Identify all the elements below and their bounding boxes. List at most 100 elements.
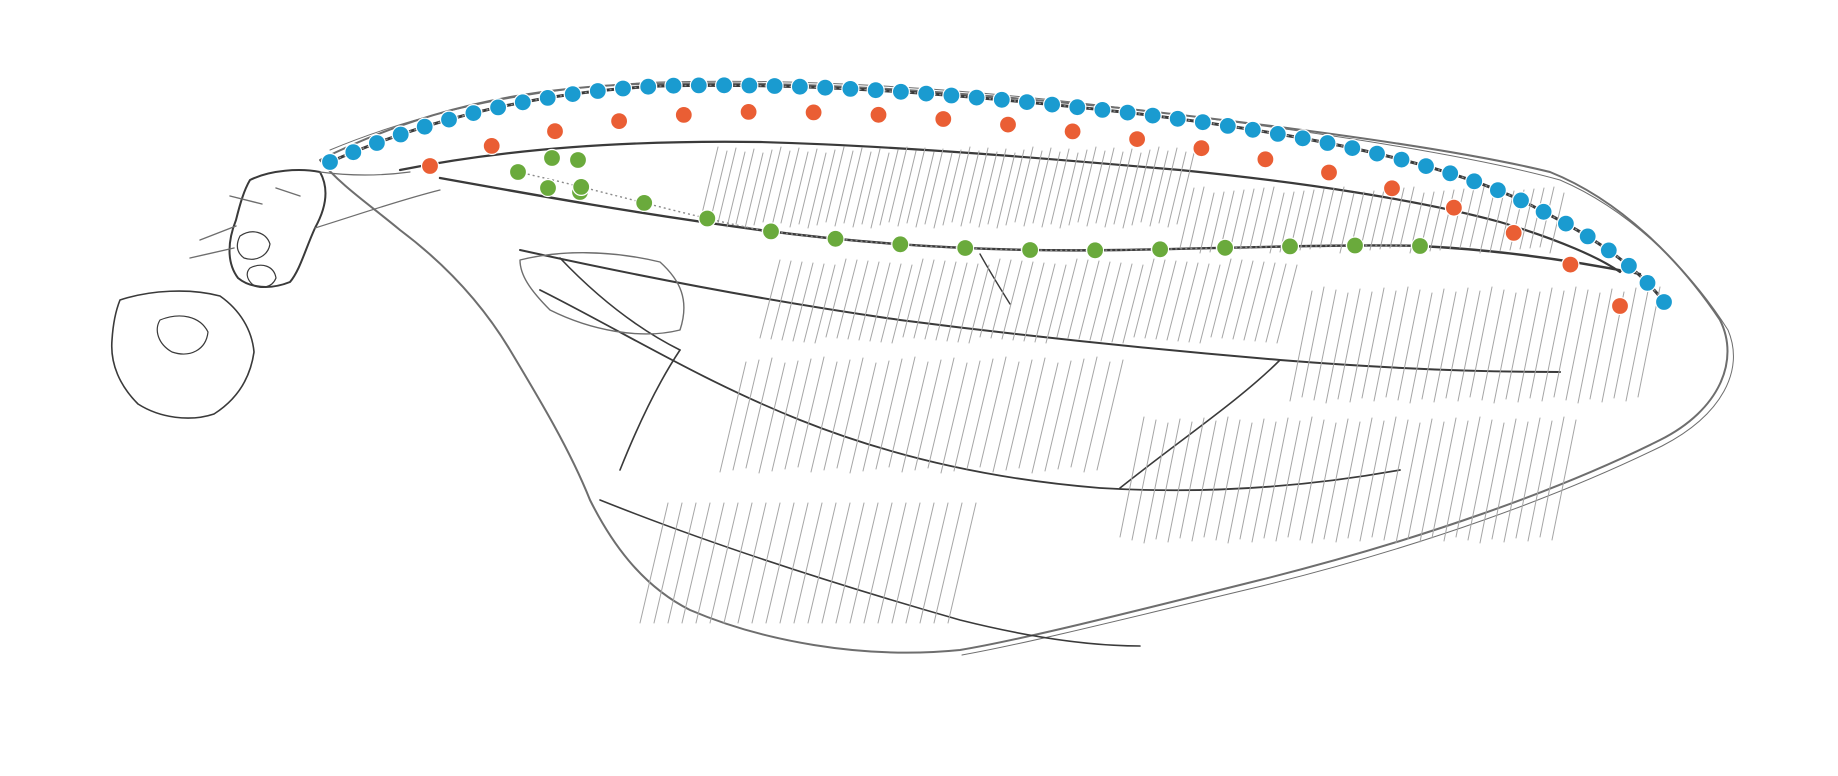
costal-marker (367, 133, 386, 153)
hatch-stroke (927, 357, 955, 469)
hatch-stroke (1131, 149, 1151, 226)
hatch-stroke (924, 260, 946, 340)
costal-marker (1218, 116, 1237, 136)
hatch-stroke (1229, 189, 1245, 251)
submarginal-markers (420, 102, 1630, 316)
costal-marker (1488, 181, 1508, 200)
hatch-stroke (935, 261, 957, 341)
hatch-stroke (1078, 260, 1100, 340)
radial-marker (1345, 236, 1365, 255)
hatch-stroke (753, 149, 773, 226)
hatch-stroke (1254, 262, 1276, 342)
hatch-stroke (1005, 149, 1025, 226)
hatch-stroke (723, 502, 753, 624)
submarginal-marker (482, 136, 501, 155)
hatch-stroke (915, 151, 935, 228)
hatch-stroke (759, 259, 781, 339)
hatch-stroke (888, 356, 916, 468)
hatch-stroke (880, 263, 902, 343)
hatch-stroke (1529, 287, 1553, 399)
hatch-stroke (770, 260, 792, 340)
hatch-stroke (1505, 288, 1529, 400)
costal-marker (816, 78, 835, 97)
costal-marker (1654, 292, 1674, 312)
radial-marker (1410, 236, 1430, 256)
hatch-stroke (797, 356, 825, 468)
hatch-stroke (1329, 186, 1345, 248)
hatch-stroke (1625, 290, 1649, 402)
submarginal-marker (1561, 255, 1580, 274)
costal-marker (1042, 95, 1062, 114)
wing-outline (319, 82, 1729, 654)
hatch-stroke (807, 502, 837, 624)
hatch-stroke (744, 152, 764, 229)
hatch-stroke (816, 149, 836, 226)
hatch-stroke (1155, 418, 1181, 540)
costal-vein-markers (320, 76, 1674, 312)
hatch-stroke (1251, 421, 1277, 543)
submarginal-marker (674, 105, 693, 125)
costal-marker (1465, 172, 1484, 191)
hatch-stroke (639, 502, 669, 624)
radial-marker (572, 177, 591, 196)
hatch-stroke (1100, 262, 1122, 342)
hatch-stroke (1239, 418, 1265, 540)
hatch-stroke (870, 152, 890, 229)
hatch-stroke (957, 263, 979, 343)
membrane-hatching (639, 146, 1661, 624)
hatch-stroke (719, 361, 747, 473)
medial-vein (519, 249, 1561, 373)
costal-marker (866, 81, 885, 100)
inner-fold (519, 252, 685, 335)
hatch-stroke (762, 146, 782, 223)
hatch-stroke (1359, 420, 1385, 542)
hatch-stroke (1491, 418, 1517, 540)
cubital-vein (539, 289, 1401, 492)
submarginal-marker (420, 156, 440, 176)
hatch-stroke (1014, 146, 1034, 223)
costal-marker (790, 77, 810, 96)
hatch-stroke (919, 502, 949, 624)
hatch-stroke (1104, 151, 1124, 228)
costal-marker (841, 79, 860, 99)
hatch-stroke (992, 361, 1020, 473)
hatch-stroke (1188, 263, 1210, 343)
hatch-stroke (1249, 187, 1265, 249)
costal-marker (439, 110, 459, 129)
costal-marker (1193, 113, 1212, 132)
hatch-stroke (1155, 260, 1177, 340)
hatch-stroke (825, 146, 845, 223)
hatch-stroke (1018, 357, 1046, 469)
hatch-stroke (1527, 420, 1553, 542)
hatch-stroke (966, 358, 994, 470)
hatch-stroke (825, 258, 847, 338)
hatch-stroke (951, 146, 971, 223)
hatch-stroke (1215, 419, 1241, 541)
costal-marker (464, 103, 483, 123)
cross-vein-2 (619, 349, 681, 471)
hatch-stroke (807, 152, 827, 229)
costal-marker (1392, 150, 1411, 169)
hatch-stroke (771, 360, 799, 472)
subcostal-vein (398, 140, 1622, 274)
costal-marker (1343, 139, 1362, 158)
hatch-stroke (1023, 150, 1043, 227)
hatch-stroke (835, 502, 865, 624)
hatch-stroke (1301, 286, 1325, 398)
hatch-stroke (1421, 288, 1445, 400)
hatch-stroke (902, 258, 924, 338)
hatch-stroke (798, 148, 818, 225)
radial-marker (508, 162, 528, 182)
hatch-stroke (1045, 264, 1067, 344)
hatch-stroke (814, 264, 836, 344)
submarginal-marker (1504, 223, 1523, 242)
costal-marker (1619, 256, 1639, 275)
hatch-stroke (1395, 422, 1421, 544)
radial-marker (1020, 240, 1040, 260)
costal-marker (891, 82, 911, 101)
hatch-stroke (1119, 416, 1145, 538)
radial-marker (761, 222, 781, 241)
hatch-stroke (758, 362, 786, 474)
hatch-stroke (1041, 151, 1061, 228)
hatch-stroke (823, 359, 851, 471)
